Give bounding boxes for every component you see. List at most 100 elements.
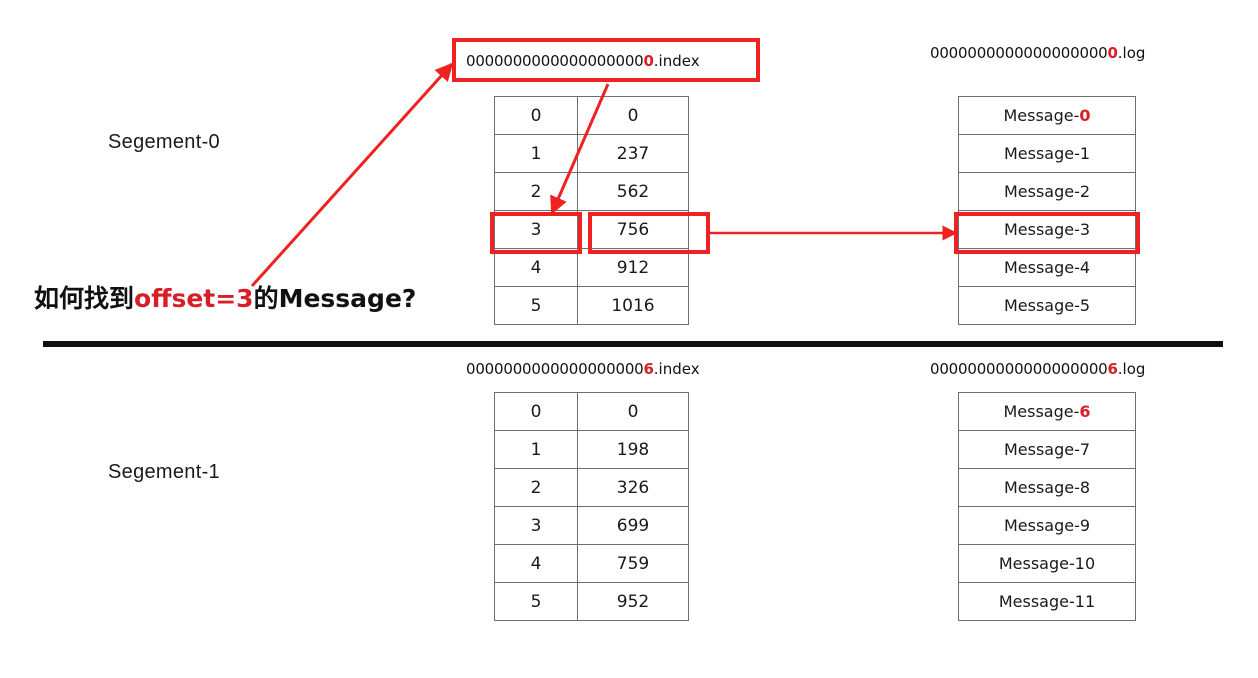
segment-1-index-filename: 00000000000000000006.index [466,360,700,378]
table-row: 5 952 [494,582,689,621]
index-value-cell: 562 [577,172,689,211]
index-value-cell: 759 [577,544,689,583]
table-row-highlighted: 3 756 [494,210,689,249]
filename-zeros: 0000000000000000000 [466,360,644,378]
filename-extension: .index [653,360,700,378]
filename-zeros: 0000000000000000000 [466,52,644,70]
log-message-text: Message-2 [1003,182,1091,201]
table-row-highlighted: Message-3 [958,210,1136,249]
log-message-cell: Message-8 [958,468,1136,507]
segment-0-index-filename-box [452,38,760,82]
index-value-cell: 912 [577,248,689,287]
segment-1-index-table: 0 0 1 198 2 326 3 699 4 759 5 952 [494,392,689,621]
segment-0-log-filename: 00000000000000000000.log [930,44,1145,62]
table-row: 0 0 [494,392,689,431]
index-value-cell: 756 [577,210,689,249]
filename-offset: 0 [643,52,654,70]
log-message-cell: Message-5 [958,286,1136,325]
log-message-cell: Message-7 [958,430,1136,469]
segment-1-log-filename: 00000000000000000006.log [930,360,1145,378]
table-row: 1 237 [494,134,689,173]
log-message-cell: Message-1 [958,134,1136,173]
filename-offset: 6 [643,360,654,378]
question-prefix: 如何找到 [34,284,135,313]
log-message-text: Message-1 [1003,144,1091,163]
table-row: Message-10 [958,544,1136,583]
index-key-cell: 3 [494,210,578,249]
log-message-cell: Message-11 [958,582,1136,621]
index-value-cell: 237 [577,134,689,173]
table-row: 4 759 [494,544,689,583]
filename-offset: 0 [1107,44,1118,62]
question-highlight: offset=3 [134,284,254,313]
log-message-cell: Message-6 [958,392,1136,431]
segment-0-log-table: Message-0 Message-1 Message-2 Message-3 … [958,96,1136,325]
table-row: 5 1016 [494,286,689,325]
log-message-text: Message-8 [1003,478,1091,497]
log-message-cell: Message-2 [958,172,1136,211]
log-message-offset: 6 [1079,402,1091,421]
table-row: Message-5 [958,286,1136,325]
question-annotation: 如何找到offset=3的Message? [34,279,416,315]
arrow-question-to-index-file [250,62,454,288]
table-row: Message-9 [958,506,1136,545]
index-key-cell: 5 [494,582,578,621]
table-row: Message-1 [958,134,1136,173]
index-value-cell: 952 [577,582,689,621]
index-key-cell: 4 [494,248,578,287]
table-row: 0 0 [494,96,689,135]
log-message-text: Message-10 [998,554,1096,573]
index-value-cell: 0 [577,96,689,135]
index-key-cell: 0 [494,392,578,431]
table-row: 3 699 [494,506,689,545]
segment-1-log-table: Message-6 Message-7 Message-8 Message-9 … [958,392,1136,621]
segment-0-title: Segement-0 [108,131,220,153]
index-key-cell: 0 [494,96,578,135]
log-message-text: Message-11 [998,592,1096,611]
log-message-offset: 0 [1079,106,1091,125]
log-message-cell: Message-10 [958,544,1136,583]
question-suffix: 的Message? [253,284,417,313]
table-row: 1 198 [494,430,689,469]
segment-0-index-table: 0 0 1 237 2 562 3 756 4 912 5 1016 [494,96,689,325]
table-row: Message-4 [958,248,1136,287]
log-message-text: Message-9 [1003,516,1091,535]
index-value-cell: 1016 [577,286,689,325]
filename-extension: .log [1117,360,1146,378]
index-key-cell: 4 [494,544,578,583]
table-row: Message-2 [958,172,1136,211]
filename-zeros: 0000000000000000000 [930,360,1108,378]
segment-1-title: Segement-1 [108,461,220,483]
table-row: Message-0 [958,96,1136,135]
index-value-cell: 699 [577,506,689,545]
log-message-cell: Message-3 [958,210,1136,249]
index-key-cell: 2 [494,468,578,507]
log-message-text: Message-7 [1003,440,1091,459]
segment-divider [43,341,1223,347]
segment-0-index-filename: 00000000000000000000.index [466,52,700,70]
table-row: 2 326 [494,468,689,507]
index-key-cell: 1 [494,430,578,469]
log-message-text: Message-5 [1003,296,1091,315]
log-message-cell: Message-9 [958,506,1136,545]
index-value-cell: 0 [577,392,689,431]
table-row: 2 562 [494,172,689,211]
log-message-text: Message- [1003,106,1080,125]
table-row: Message-11 [958,582,1136,621]
index-key-cell: 2 [494,172,578,211]
index-key-cell: 5 [494,286,578,325]
filename-extension: .log [1117,44,1146,62]
log-message-cell: Message-0 [958,96,1136,135]
index-key-cell: 3 [494,506,578,545]
log-message-cell: Message-4 [958,248,1136,287]
index-key-cell: 1 [494,134,578,173]
log-message-text: Message-4 [1003,258,1091,277]
index-value-cell: 198 [577,430,689,469]
filename-zeros: 0000000000000000000 [930,44,1108,62]
table-row: Message-8 [958,468,1136,507]
table-row: Message-7 [958,430,1136,469]
log-message-text: Message- [1003,402,1080,421]
log-message-text: Message-3 [1003,220,1091,239]
table-row: 4 912 [494,248,689,287]
